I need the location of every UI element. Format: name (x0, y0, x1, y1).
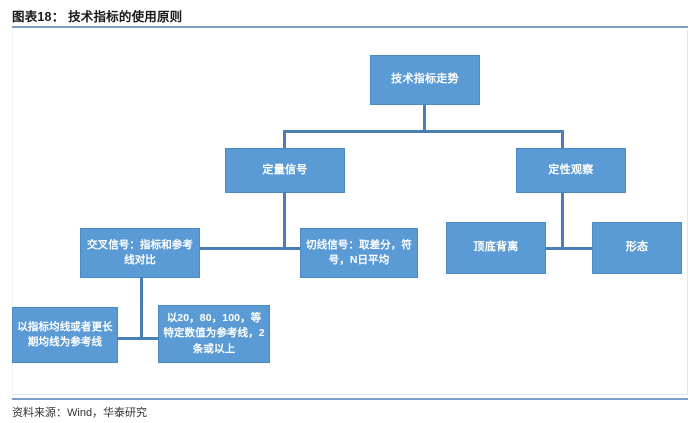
node-value-reference[interactable]: 以20，80，100，等特定数值为参考线，2条或以上 (158, 305, 270, 363)
connector-level1-bus (283, 130, 564, 133)
node-cross-signal[interactable]: 交叉信号：指标和参考线对比 (80, 228, 200, 278)
node-quant-signal-label: 定量信号 (262, 163, 308, 176)
node-value-reference-label: 以20，80，100，等特定数值为参考线，2条或以上 (163, 312, 265, 355)
connector-to-qual (561, 130, 564, 150)
node-ma-reference[interactable]: 以指标均线或者更长期均线为参考线 (12, 307, 118, 363)
title-divider (12, 26, 688, 28)
footer-divider (12, 398, 688, 400)
connector-qual-bus (546, 247, 592, 250)
node-qual-observation-label: 定性观察 (548, 163, 594, 176)
node-divergence[interactable]: 顶底背离 (446, 222, 546, 274)
figure-title: 图表18： 技术指标的使用原则 (12, 10, 183, 24)
node-tangent-signal[interactable]: 切线信号：取差分，符号，N日平均 (300, 228, 418, 278)
node-qual-observation[interactable]: 定性观察 (516, 148, 626, 193)
node-ma-reference-label: 以指标均线或者更长期均线为参考线 (17, 320, 113, 348)
node-tangent-signal-label: 切线信号：取差分，符号，N日平均 (306, 238, 412, 266)
connector-to-quant (283, 130, 286, 150)
node-pattern-label: 形态 (625, 241, 649, 254)
node-quant-signal[interactable]: 定量信号 (225, 148, 345, 193)
connector-cross-down (140, 278, 143, 340)
node-pattern[interactable]: 形态 (592, 222, 682, 274)
connector-qual-down (561, 193, 564, 249)
node-divergence-label: 顶底背离 (473, 241, 519, 254)
connector-cross-bus (118, 337, 160, 340)
diagram-canvas (12, 30, 688, 395)
node-root-label: 技术指标走势 (391, 73, 459, 86)
node-root[interactable]: 技术指标走势 (370, 55, 480, 105)
connector-root-down (423, 105, 426, 132)
connector-quant-bus (200, 247, 310, 250)
node-cross-signal-label: 交叉信号：指标和参考线对比 (87, 238, 193, 266)
connector-quant-down (283, 193, 286, 249)
source-note: 资料来源：Wind，华泰研究 (12, 407, 148, 419)
